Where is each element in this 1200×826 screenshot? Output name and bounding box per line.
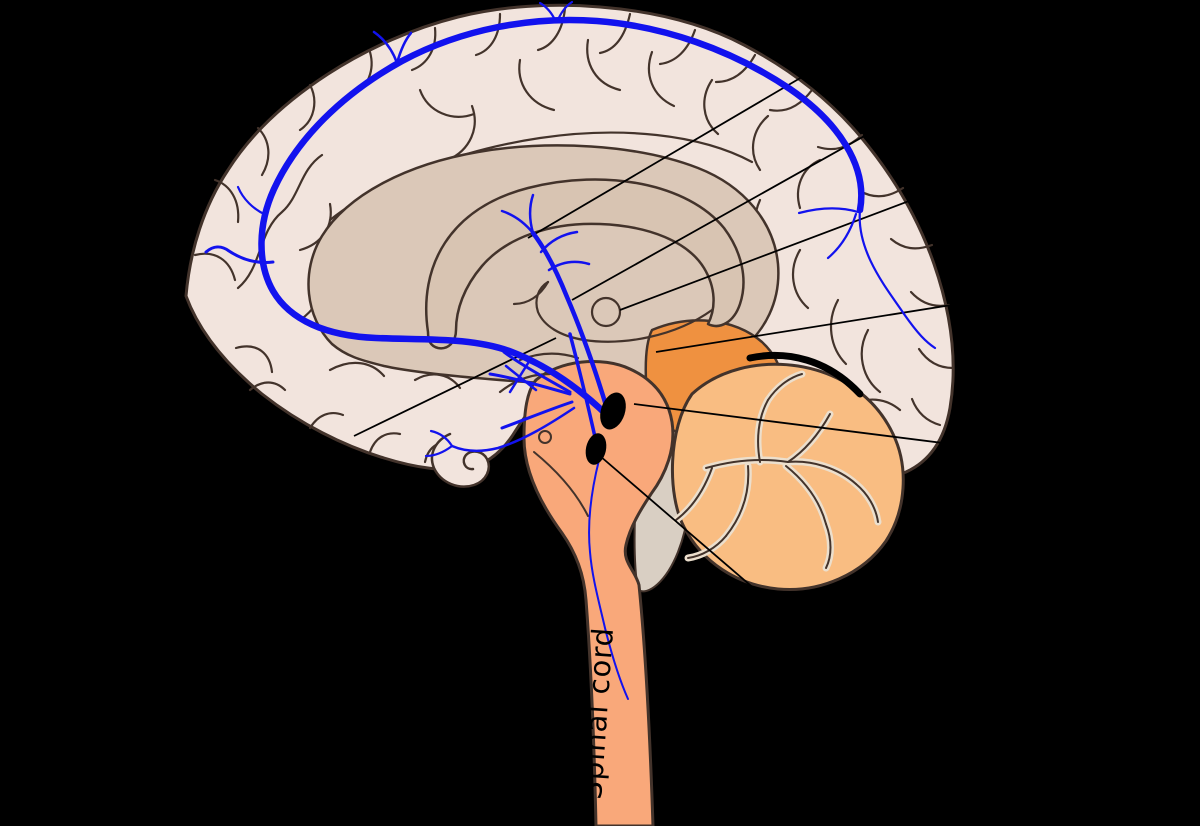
- pons-detail-line: [533, 451, 589, 517]
- leader-line: [633, 403, 1015, 453]
- pathways: [204, 0, 937, 700]
- pathway-branch: [826, 212, 858, 260]
- nucleus-dot: [585, 433, 607, 465]
- tentorium-line: [746, 351, 864, 398]
- pathway-branch: [236, 185, 268, 217]
- leader-line: [619, 171, 987, 311]
- nuclei: [585, 392, 626, 465]
- pathway-tip: [547, 260, 591, 272]
- pathway-branch: [555, 0, 574, 24]
- corpus-callosum: [424, 178, 745, 350]
- pathway-hypothalamic-fan: [500, 400, 574, 430]
- pathway-branch: [204, 245, 275, 264]
- uncus-hook: [430, 432, 491, 488]
- pathway-main-arc: [258, 16, 865, 424]
- leader-line: [655, 295, 1009, 353]
- nucleus-dot: [600, 392, 626, 430]
- pathway-branch: [538, 1, 558, 24]
- pathway-arc-continuation: [858, 208, 937, 350]
- pathway-tip: [539, 230, 579, 254]
- brain-group: [184, 3, 955, 826]
- pathway-tip: [500, 209, 535, 235]
- interthalamic-adhesion: [590, 296, 622, 328]
- pathway-tip: [429, 429, 454, 448]
- cerebellum-folia: [675, 373, 879, 569]
- pathway-descending-spinal: [588, 459, 629, 700]
- fornix: [498, 280, 714, 394]
- pathway-tip: [424, 444, 454, 458]
- pathway-hypothalamic-fan: [502, 350, 572, 394]
- pathway-branch: [395, 31, 413, 65]
- pathway-ascending-bundle: [530, 230, 611, 415]
- mammillary-body: [538, 430, 552, 444]
- pathway-crossing: [504, 364, 538, 392]
- leader-lines: [353, 9, 1015, 691]
- pathway-branch: [372, 30, 399, 65]
- pathway-to-temporal: [450, 406, 576, 452]
- leader-line: [571, 87, 951, 301]
- leader-line: [527, 9, 917, 239]
- pathway-tip: [528, 193, 535, 235]
- pathway-branch: [797, 207, 860, 215]
- leader-line: [599, 455, 873, 691]
